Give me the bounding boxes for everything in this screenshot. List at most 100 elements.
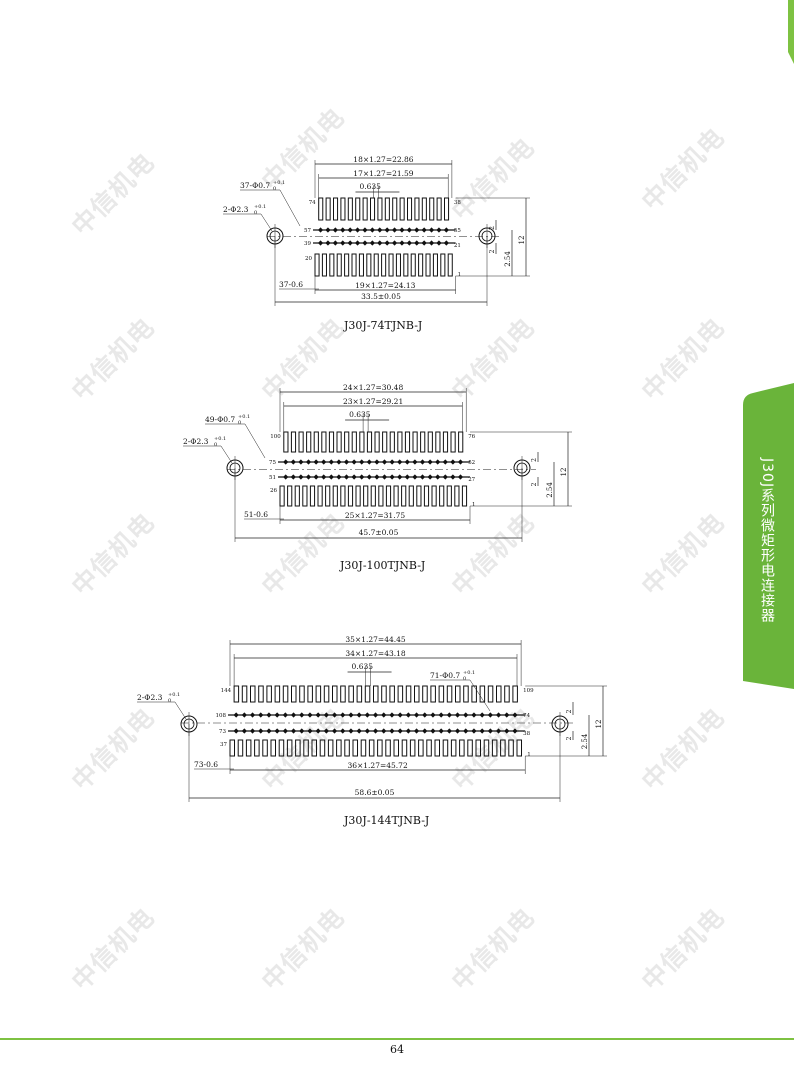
contact-slot [317, 485, 323, 507]
side-dim-label: 2 [489, 249, 496, 253]
pad-marker [377, 240, 383, 246]
contact-slot [325, 197, 331, 221]
contact-slot [389, 685, 395, 703]
pad-marker [412, 474, 418, 480]
contact-slot [454, 485, 460, 507]
pad-marker [450, 459, 456, 465]
contact-slot [262, 739, 268, 757]
pad-marker [384, 240, 390, 246]
watermark-text: 中信机电 [446, 902, 541, 997]
contact-slot [373, 253, 379, 277]
pad-marker [495, 728, 502, 734]
contact-slot [389, 431, 395, 453]
pad-marker [406, 227, 412, 233]
contact-slot [467, 739, 473, 757]
hole-note: 2-Φ2.3 [223, 205, 249, 214]
pad-marker [321, 474, 327, 480]
contact-slot [229, 739, 236, 757]
pad-marker [348, 728, 354, 734]
contact-slot [399, 197, 405, 221]
pad-marker [443, 240, 449, 246]
contact-slot [381, 253, 387, 277]
dim-pitch-label: 0.635 [349, 410, 371, 419]
leader-line [244, 423, 266, 459]
pad-marker [356, 712, 362, 718]
contact-slot [348, 685, 354, 703]
pad-marker [419, 459, 426, 465]
pad-marker [389, 474, 395, 480]
contact-slot [412, 431, 418, 453]
pad-marker [258, 712, 264, 718]
pad-marker [290, 712, 297, 718]
pad-marker [332, 227, 338, 233]
pad-marker [443, 227, 449, 233]
pad-marker [436, 240, 442, 246]
pad-marker [495, 712, 502, 718]
contact-slot [368, 739, 375, 757]
pin-number: 52 [468, 460, 475, 466]
contact-slot [241, 685, 248, 703]
dim-bottom-label: 19×1.27=24.13 [355, 281, 416, 290]
contact-slot [311, 739, 318, 757]
pad-marker [422, 728, 428, 734]
pad-marker [372, 712, 379, 718]
leader-line [469, 679, 491, 712]
side-dim-label: 2 [489, 226, 496, 230]
pin-number: 1 [472, 502, 476, 508]
pad-marker [413, 728, 420, 734]
leader-line [174, 701, 187, 720]
contact-slot [306, 431, 312, 453]
pad-marker [372, 728, 379, 734]
pad-marker [347, 240, 353, 246]
dim-top-label: 24×1.27=30.48 [343, 383, 404, 392]
contact-slot [366, 431, 373, 453]
contact-slot [351, 253, 357, 277]
contact-slot [461, 485, 468, 507]
pad-marker [457, 474, 464, 480]
pad-marker [404, 459, 410, 465]
contact-slot [298, 431, 304, 453]
contact-slot [307, 685, 313, 703]
pad-marker [405, 728, 411, 734]
dim-pitch-label: 0.635 [359, 182, 381, 191]
pad-marker [282, 728, 288, 734]
pin-number: 75 [269, 460, 276, 466]
contact-slot [421, 197, 427, 221]
pad-marker [305, 474, 312, 480]
pad-marker [428, 240, 435, 246]
contact-slot [250, 685, 256, 703]
contact-slot [377, 197, 383, 221]
pad-marker [340, 227, 346, 233]
contact-slot [393, 485, 399, 507]
contact-slot [414, 197, 420, 221]
watermark-text: 中信机电 [636, 312, 731, 407]
pad-marker [266, 728, 272, 734]
contact-slot [286, 739, 293, 757]
side-dim-label: 2 [566, 736, 573, 740]
pad-marker [454, 712, 461, 718]
side-dim-label: 2.54 [546, 482, 554, 498]
contact-slot [378, 485, 384, 507]
contact-slot [395, 253, 401, 277]
pad-marker [323, 712, 329, 718]
pad-marker [427, 459, 433, 465]
contact-slot [410, 253, 416, 277]
pad-marker [315, 728, 321, 734]
pin-number: 55 [454, 228, 461, 234]
pad-marker [328, 474, 334, 480]
contact-slot [329, 253, 335, 277]
contact-slot [393, 739, 400, 757]
hole-tol: +0.1 [254, 204, 266, 210]
drawing-caption: J30J-100TJNB-J [340, 559, 426, 572]
contact-slot [332, 685, 338, 703]
leader-line [260, 213, 273, 232]
pad-marker [364, 728, 370, 734]
pad-marker [374, 459, 380, 465]
pad-marker [512, 712, 518, 718]
slot-note: 73-0.6 [194, 760, 218, 769]
contact-slot [459, 739, 465, 757]
pad-marker [283, 459, 289, 465]
leader-line [279, 189, 301, 227]
contact-slot [382, 431, 388, 453]
contact-slot [475, 739, 482, 757]
